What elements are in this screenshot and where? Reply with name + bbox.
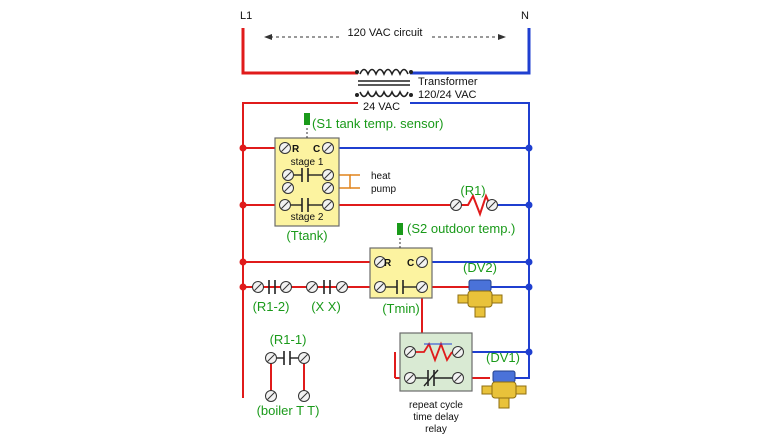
heat-label: heat (371, 171, 391, 182)
delay-relay-line2: time delay (413, 412, 459, 423)
ttank-controller (274, 113, 340, 227)
circuit-span-arrow (264, 27, 506, 41)
r1-coil (460, 193, 491, 217)
r1-label: (R1) (460, 183, 485, 198)
dv2-valve-icon (457, 279, 503, 318)
low-voltage-bus (242, 102, 530, 398)
s2-sensor-label: (S2 outdoor temp.) (407, 221, 515, 236)
time-delay-relay (399, 332, 473, 392)
r1-2-label: (R1-2) (253, 299, 290, 314)
ttank-c-terminal: C (313, 144, 320, 155)
stage1-label: stage 1 (291, 157, 324, 168)
pump-label: pump (371, 184, 396, 195)
xx-contact (306, 280, 348, 294)
ttank-r-terminal: R (292, 144, 300, 155)
tmin-label: (Tmin) (382, 301, 420, 316)
r1-2-contact (252, 280, 292, 294)
tmin-c-terminal: C (407, 258, 414, 269)
r1-1-label: (R1-1) (270, 332, 307, 347)
ttank-label: (Ttank) (286, 228, 327, 243)
delay-relay-line3: relay (425, 424, 447, 435)
secondary-voltage: 24 VAC (363, 101, 400, 113)
delay-relay-line1: repeat cycle (409, 400, 463, 411)
tmin-r-terminal: R (384, 258, 392, 269)
tmin-controller (369, 223, 433, 299)
circuit-label: 120 VAC circuit (348, 27, 423, 39)
xx-label: (X X) (311, 299, 341, 314)
s2-sensor-icon (397, 223, 403, 235)
transformer-symbol (355, 68, 413, 98)
dv2-label: (DV2) (463, 260, 497, 275)
r1-1-contact (265, 351, 310, 402)
junction-dots (239, 144, 533, 356)
n-label: N (521, 10, 529, 22)
s1-sensor-icon (304, 113, 310, 125)
transformer-label: Transformer (418, 76, 478, 88)
stage2-label: stage 2 (291, 212, 324, 223)
l1-label: L1 (240, 10, 252, 22)
dv1-label: (DV1) (486, 350, 520, 365)
transformer-rating: 120/24 VAC (418, 89, 477, 101)
boiler-label: (boiler T T) (257, 403, 320, 418)
s1-sensor-label: (S1 tank temp. sensor) (312, 116, 444, 131)
dv1-valve-icon (481, 370, 527, 409)
line-wiring (241, 28, 531, 75)
